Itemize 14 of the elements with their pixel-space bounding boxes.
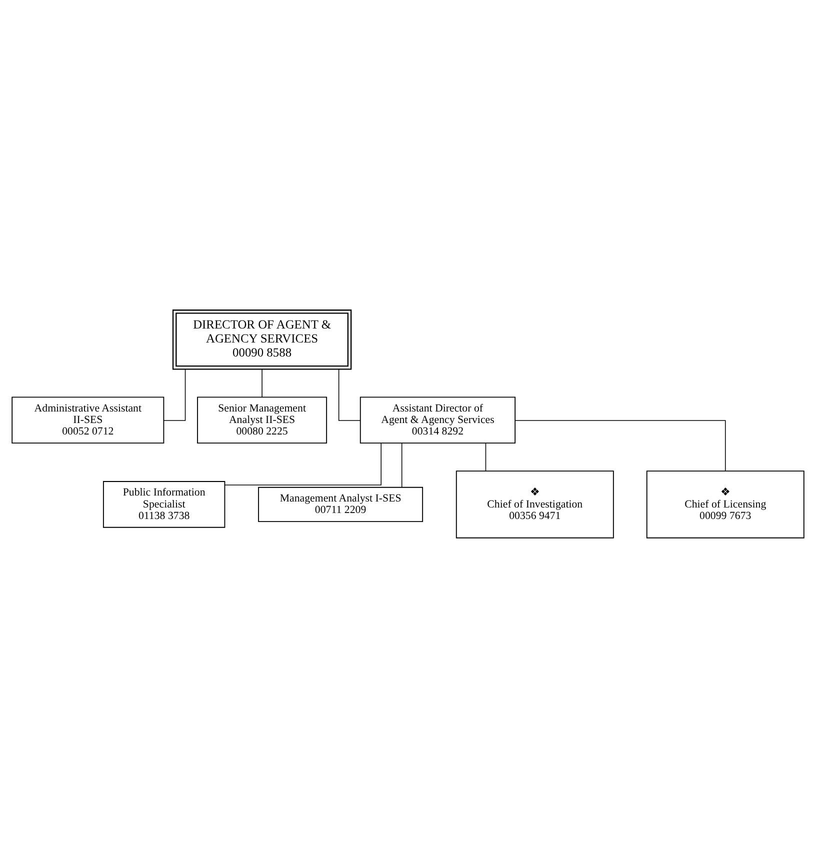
node-box: ❖ Chief of Investigation 00356 9471 bbox=[456, 470, 614, 538]
node-box: Public Information Specialist 01138 3738 bbox=[102, 481, 226, 528]
connector bbox=[338, 368, 361, 421]
connector bbox=[224, 442, 382, 486]
node-box: ❖ Chief of Licensing 00099 7673 bbox=[646, 470, 804, 538]
connector bbox=[514, 420, 726, 472]
node-box: Administrative Assistant II-SES 00052 0712 bbox=[12, 396, 164, 444]
node-box: DIRECTOR OF AGENT & AGENCY SERVICES 00090 8588 bbox=[172, 310, 352, 370]
connector bbox=[485, 442, 486, 472]
connector bbox=[401, 442, 402, 488]
node-box: Senior Management Analyst II-SES 00080 2225 bbox=[197, 396, 328, 444]
connector bbox=[164, 368, 186, 421]
node-box: Management Analyst I-SES 00711 2209 bbox=[258, 486, 424, 522]
node-box: Assistant Director of Agent & Agency Services 00314 8292 bbox=[360, 396, 516, 444]
